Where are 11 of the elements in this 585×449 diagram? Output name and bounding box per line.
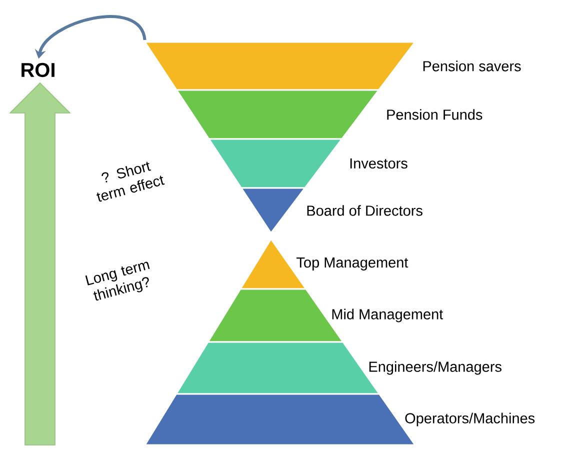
side-note: ? Short term effect <box>96 162 165 202</box>
node-label: Investors <box>350 158 408 169</box>
node-label: Pension savers <box>423 60 521 72</box>
node-label: Board of Directors <box>307 205 422 216</box>
roi-label: ROI <box>22 62 54 78</box>
node-label: Engineers/Managers <box>369 361 502 375</box>
side-note: Long term thinking? <box>85 262 150 301</box>
node-label: Operators/Machines <box>405 412 535 426</box>
node-label: Top Management <box>296 258 408 270</box>
node-label: Pension Funds <box>387 109 482 120</box>
node-label: Mid Management <box>332 308 444 322</box>
